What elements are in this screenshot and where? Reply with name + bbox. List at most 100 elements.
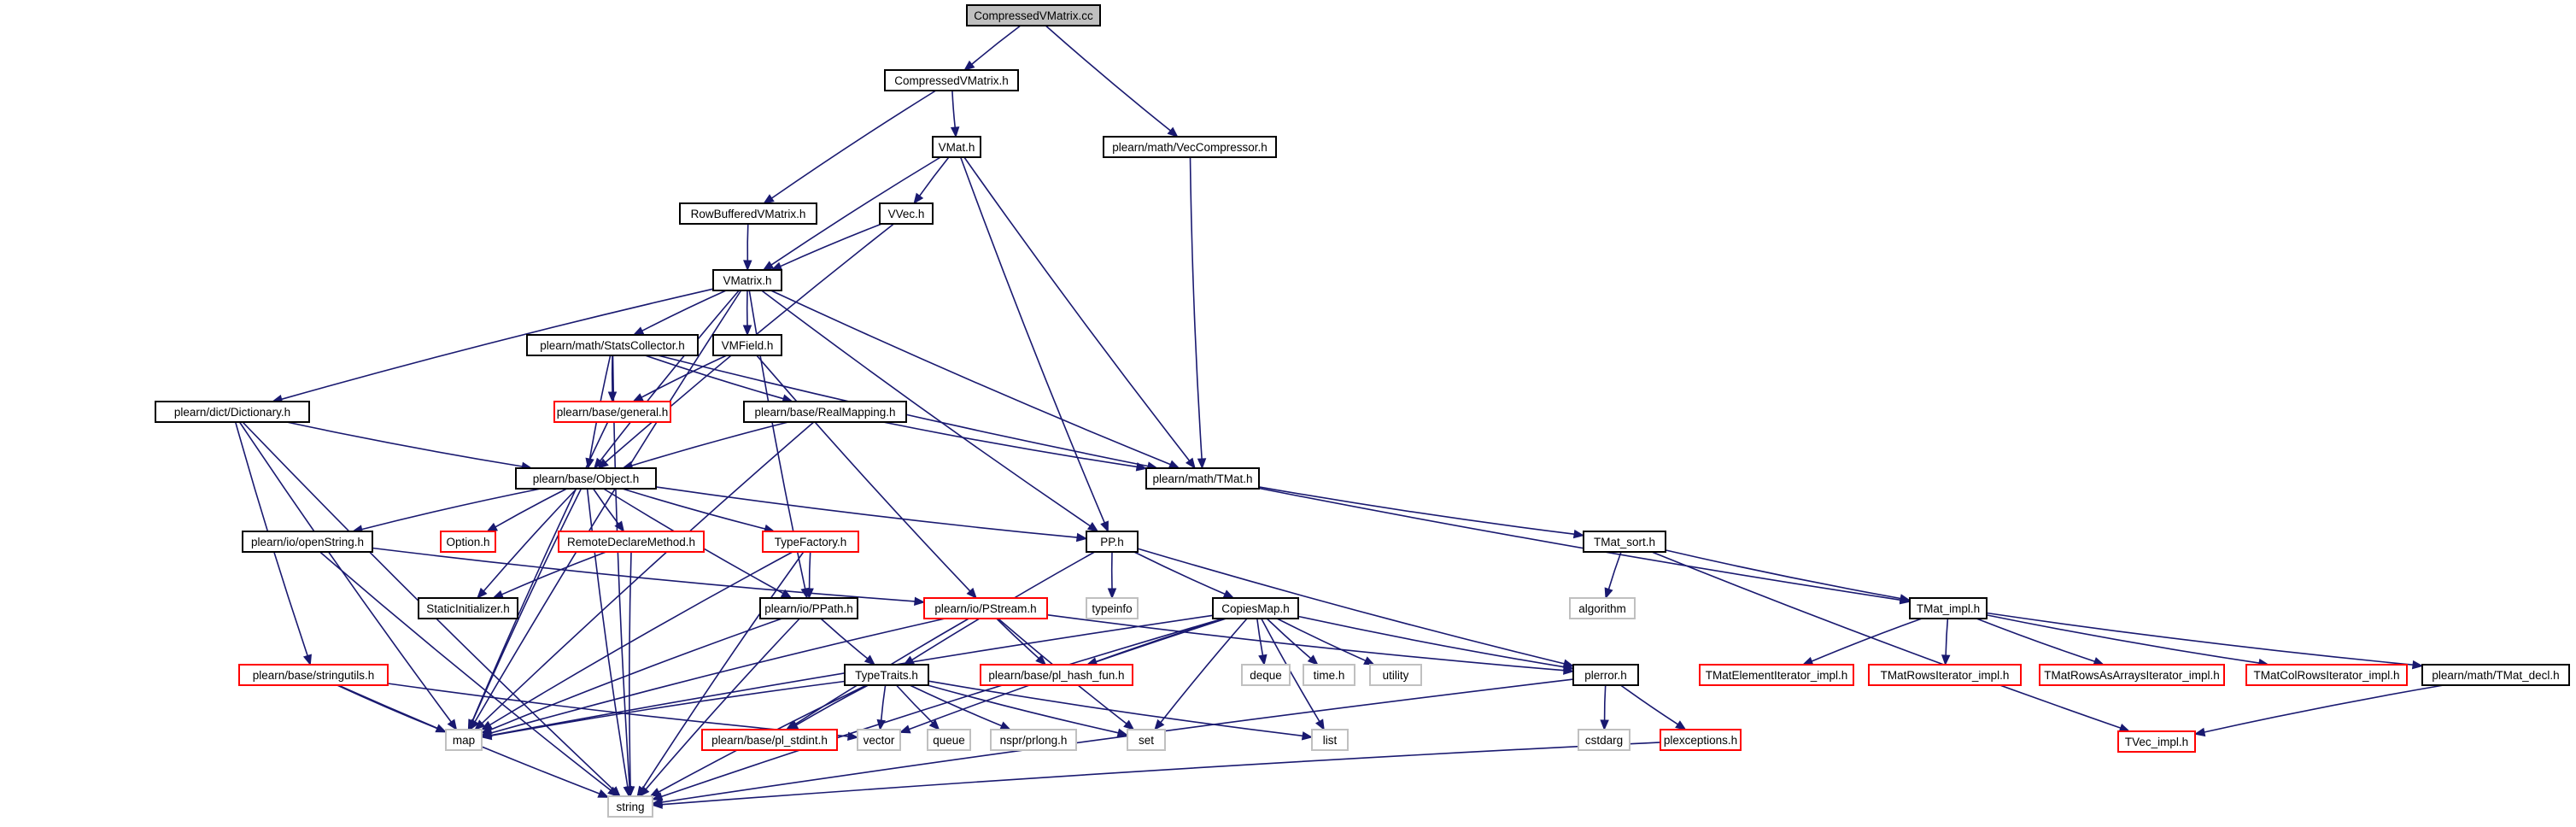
node-plearn-base-realmapping-h[interactable]: plearn/base/RealMapping.h <box>743 401 907 423</box>
node-label: CopiesMap.h <box>1221 602 1290 615</box>
node-queue: queue <box>927 729 971 751</box>
node-plearn-base-object-h[interactable]: plearn/base/Object.h <box>515 467 657 490</box>
node-tmatrowsiterator-impl-h[interactable]: TMatRowsIterator_impl.h <box>1868 664 2022 686</box>
node-plearn-io-ppath-h[interactable]: plearn/io/PPath.h <box>759 597 858 619</box>
node-vmat-h[interactable]: VMat.h <box>932 136 981 158</box>
node-label: Option.h <box>446 536 489 548</box>
edge-typefactory-h-to-plearn-io-ppath-h <box>805 551 814 600</box>
node-tvec-impl-h[interactable]: TVec_impl.h <box>2117 730 2196 753</box>
node-plearn-base-stringutils-h[interactable]: plearn/base/stringutils.h <box>238 664 389 686</box>
edge-typetraits-h-to-vector <box>876 684 887 731</box>
node-typefactory-h[interactable]: TypeFactory.h <box>762 531 859 553</box>
edge-typetraits-h-to-set <box>927 684 1129 737</box>
node-box <box>980 664 1133 686</box>
node-box <box>155 401 310 423</box>
node-box <box>712 334 782 356</box>
edge-tmat-impl-h-to-plearn-math-tmat-decl-h <box>1986 612 2424 670</box>
node-tmatelementiterator-impl-h[interactable]: TMatElementIterator_impl.h <box>1699 664 1854 686</box>
node-box <box>1572 664 1639 686</box>
node-label: vector <box>864 734 895 747</box>
edge-tmat-impl-h-to-tmatcolrowsiterator-impl-h <box>1986 614 2270 668</box>
node-option-h[interactable]: Option.h <box>440 531 496 553</box>
node-box <box>1127 729 1166 751</box>
edge-tmat-sort-h-to-tmat-impl-h <box>1665 549 1912 603</box>
node-label: time.h <box>1314 669 1345 682</box>
node-rowbufferedvmatrix-h[interactable]: RowBufferedVMatrix.h <box>679 202 817 225</box>
node-label: TMat_sort.h <box>1594 536 1655 548</box>
node-typetraits-h[interactable]: TypeTraits.h <box>844 664 929 686</box>
edge-plearn-math-tmat-decl-h-to-tvec-impl-h <box>2193 684 2444 737</box>
node-label: plearn/base/pl_stdint.h <box>711 734 828 747</box>
edge-plearn-io-ppath-h-to-map <box>480 618 782 734</box>
node-box <box>2117 730 2196 753</box>
node-tmatrowsasarraysiterator-impl-h[interactable]: TMatRowsAsArraysIterator_impl.h <box>2039 664 2225 686</box>
node-box <box>712 269 782 291</box>
node-plearn-io-pstream-h[interactable]: plearn/io/PStream.h <box>923 597 1048 619</box>
node-label: TVec_impl.h <box>2125 736 2188 748</box>
node-label: TMatElementIterator_impl.h <box>1706 669 1848 682</box>
node-box <box>966 4 1101 26</box>
node-box <box>932 136 981 158</box>
node-tmat-impl-h[interactable]: TMat_impl.h <box>1909 597 1988 619</box>
node-label: map <box>453 734 475 747</box>
node-plexceptions-h[interactable]: plexceptions.h <box>1660 729 1742 751</box>
node-vvec-h[interactable]: VVec.h <box>879 202 934 225</box>
node-tmat-sort-h[interactable]: TMat_sort.h <box>1583 531 1666 553</box>
node-compressedvmatrix-cc[interactable]: CompressedVMatrix.cc <box>966 4 1101 26</box>
edge-remotedeclaremethod-h-to-string <box>625 551 635 798</box>
node-box <box>1303 664 1355 686</box>
node-algorithm: algorithm <box>1569 597 1636 619</box>
edge-pp-h-to-typeinfo <box>1107 551 1117 600</box>
edge-plearn-base-object-h-to-pp-h <box>655 486 1088 543</box>
node-copiesmap-h[interactable]: CopiesMap.h <box>1212 597 1299 619</box>
node-box <box>701 729 838 751</box>
node-list: list <box>1311 729 1349 751</box>
node-box <box>1578 729 1630 751</box>
node-tmatcolrowsiterator-impl-h[interactable]: TMatColRowsIterator_impl.h <box>2245 664 2408 686</box>
node-pp-h[interactable]: PP.h <box>1086 531 1139 553</box>
edge-rowbufferedvmatrix-h-to-vmatrix-h <box>743 223 752 272</box>
node-plearn-math-tmat-h[interactable]: plearn/math/TMat.h <box>1145 467 1260 490</box>
node-box <box>927 729 971 751</box>
edge-vmatrix-h-to-vmfield-h <box>742 290 752 337</box>
node-compressedvmatrix-h[interactable]: CompressedVMatrix.h <box>884 69 1019 91</box>
edge-vmat-h-to-plearn-math-tmat-h <box>963 156 1196 470</box>
edge-typetraits-h-to-list <box>928 680 1314 741</box>
node-plearn-base-pl-stdint-h[interactable]: plearn/base/pl_stdint.h <box>701 729 838 751</box>
node-plearn-math-veccompressor-h[interactable]: plearn/math/VecCompressor.h <box>1103 136 1277 158</box>
node-vmatrix-h[interactable]: VMatrix.h <box>712 269 782 291</box>
node-plerror-h[interactable]: plerror.h <box>1572 664 1639 686</box>
node-box <box>1660 729 1742 751</box>
node-staticinitializer-h[interactable]: StaticInitializer.h <box>418 597 518 619</box>
node-label: nspr/prlong.h <box>1000 734 1068 747</box>
node-deque: deque <box>1241 664 1291 686</box>
edge-plearn-base-object-h-to-remotedeclaremethod-h <box>592 488 625 533</box>
edge-tmat-sort-h-to-algorithm <box>1604 551 1622 600</box>
edge-typetraits-h-to-plearn-base-pl-stdint-h <box>787 684 869 730</box>
node-plearn-math-statscollector-h[interactable]: plearn/math/StatsCollector.h <box>526 334 699 356</box>
node-plearn-base-general-h[interactable]: plearn/base/general.h <box>553 401 671 423</box>
node-plearn-math-tmat-decl-h[interactable]: plearn/math/TMat_decl.h <box>2421 664 2570 686</box>
edge-vmat-h-to-vvec-h <box>913 156 950 205</box>
edge-compressedvmatrix-h-to-rowbufferedvmatrix-h <box>763 90 937 204</box>
node-label: plexceptions.h <box>1664 734 1737 747</box>
node-vmfield-h[interactable]: VMField.h <box>712 334 782 356</box>
node-label: algorithm <box>1578 602 1626 615</box>
edge-plearn-io-openstring-h-to-plearn-io-pstream-h <box>372 547 926 606</box>
node-remotedeclaremethod-h[interactable]: RemoteDeclareMethod.h <box>558 531 705 553</box>
edge-plearn-io-pstream-h-to-plearn-base-pl-hash-fun-h <box>996 618 1047 666</box>
edge-plearn-io-ppath-h-to-typetraits-h <box>820 618 875 666</box>
node-box <box>1311 729 1349 751</box>
edge-plearn-base-object-h-to-option-h <box>486 488 567 532</box>
node-plearn-io-openstring-h[interactable]: plearn/io/openString.h <box>242 531 373 553</box>
edge-copiesmap-h-to-plerror-h <box>1297 615 1575 672</box>
node-plearn-base-pl-hash-fun-h[interactable]: plearn/base/pl_hash_fun.h <box>980 664 1133 686</box>
node-utility: utility <box>1369 664 1422 686</box>
edge-vmatrix-h-to-pp-h <box>761 290 1099 532</box>
edge-plerror-h-to-plexceptions-h <box>1620 684 1687 730</box>
edge-vmfield-h-to-plearn-io-pstream-h <box>756 355 977 599</box>
node-plearn-dict-dictionary-h[interactable]: plearn/dict/Dictionary.h <box>155 401 310 423</box>
node-string: string <box>607 795 653 818</box>
node-label: StaticInitializer.h <box>426 602 510 615</box>
node-box <box>1909 597 1988 619</box>
